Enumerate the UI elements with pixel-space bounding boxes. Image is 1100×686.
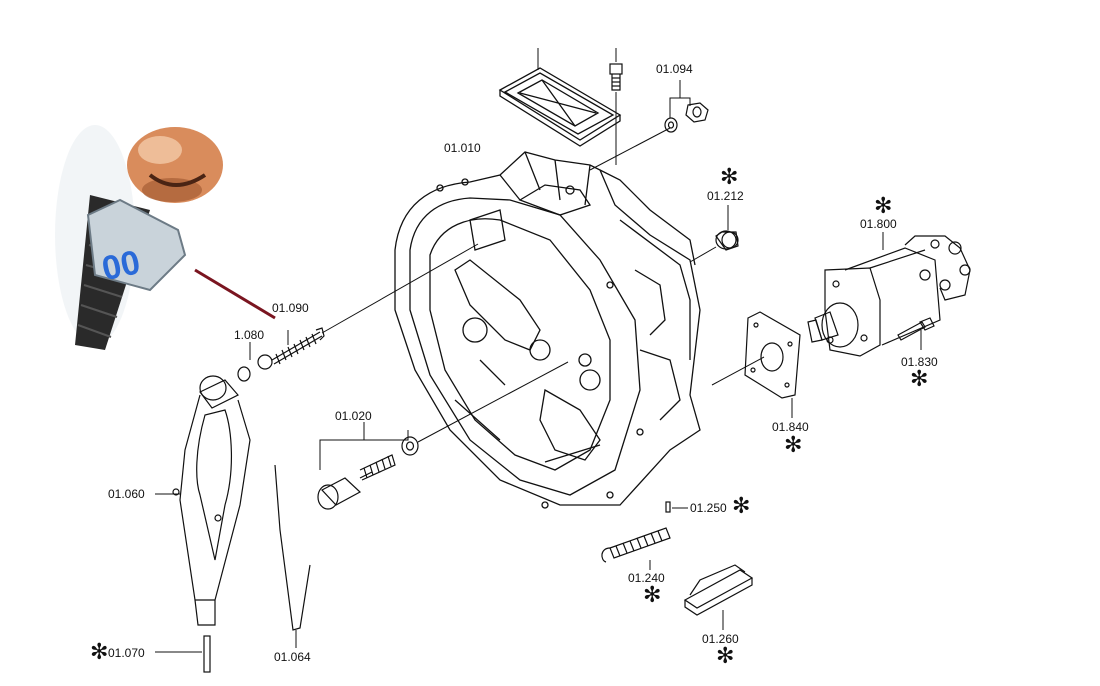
star-01070: ✻ bbox=[90, 640, 109, 665]
label-01064: 01.064 bbox=[274, 650, 311, 664]
photo-pointer-line bbox=[194, 268, 276, 320]
star-01212: ✻ bbox=[720, 165, 739, 190]
label-01800: 01.800 bbox=[860, 217, 897, 231]
label-01020: 01.020 bbox=[335, 409, 372, 423]
label-01212: 01.212 bbox=[707, 189, 744, 203]
guide-block bbox=[683, 564, 754, 616]
clutch-servo bbox=[807, 235, 971, 357]
spring-clip bbox=[274, 464, 311, 631]
label-01094: 01.094 bbox=[656, 62, 693, 76]
star-01830: ✻ bbox=[910, 367, 929, 392]
star-01800: ✻ bbox=[874, 194, 893, 219]
roll-pin bbox=[203, 635, 211, 673]
label-01070: 01.070 bbox=[108, 646, 145, 660]
adjusting-spring bbox=[271, 327, 325, 365]
label-01250: 01.250 bbox=[690, 501, 727, 515]
small-screw bbox=[665, 501, 671, 513]
cover-bolt bbox=[609, 63, 623, 91]
label-01060: 01.060 bbox=[108, 487, 145, 501]
label-01840: 01.840 bbox=[772, 420, 809, 434]
mounting-bolt bbox=[897, 317, 935, 341]
label-01240: 01.240 bbox=[628, 571, 665, 585]
plug bbox=[715, 230, 739, 251]
star-01250: ✻ bbox=[732, 494, 751, 519]
star-01260: ✻ bbox=[716, 644, 735, 669]
adjusting-screw-photo: 00 bbox=[55, 120, 276, 360]
star-01840: ✻ bbox=[784, 433, 803, 458]
inspection-cover bbox=[498, 67, 622, 147]
clutch-fork bbox=[172, 375, 251, 626]
ball bbox=[257, 354, 273, 370]
label-01260: 01.260 bbox=[702, 632, 739, 646]
pivot-pin-assembly bbox=[317, 436, 419, 510]
small-washer bbox=[237, 366, 251, 382]
ball-head bbox=[127, 127, 223, 203]
label-01830: 01.830 bbox=[901, 355, 938, 369]
gasket bbox=[744, 311, 801, 399]
return-spring bbox=[601, 527, 671, 563]
nut-and-washer bbox=[664, 102, 709, 133]
hex-nut bbox=[86, 198, 187, 292]
label-1080: 1.080 bbox=[234, 328, 265, 342]
clutch-housing bbox=[394, 151, 701, 509]
nut-marking: 00 bbox=[99, 243, 144, 288]
label-01010: 01.010 bbox=[444, 141, 481, 155]
star-01240: ✻ bbox=[643, 583, 662, 608]
label-01090: 01.090 bbox=[272, 301, 309, 315]
